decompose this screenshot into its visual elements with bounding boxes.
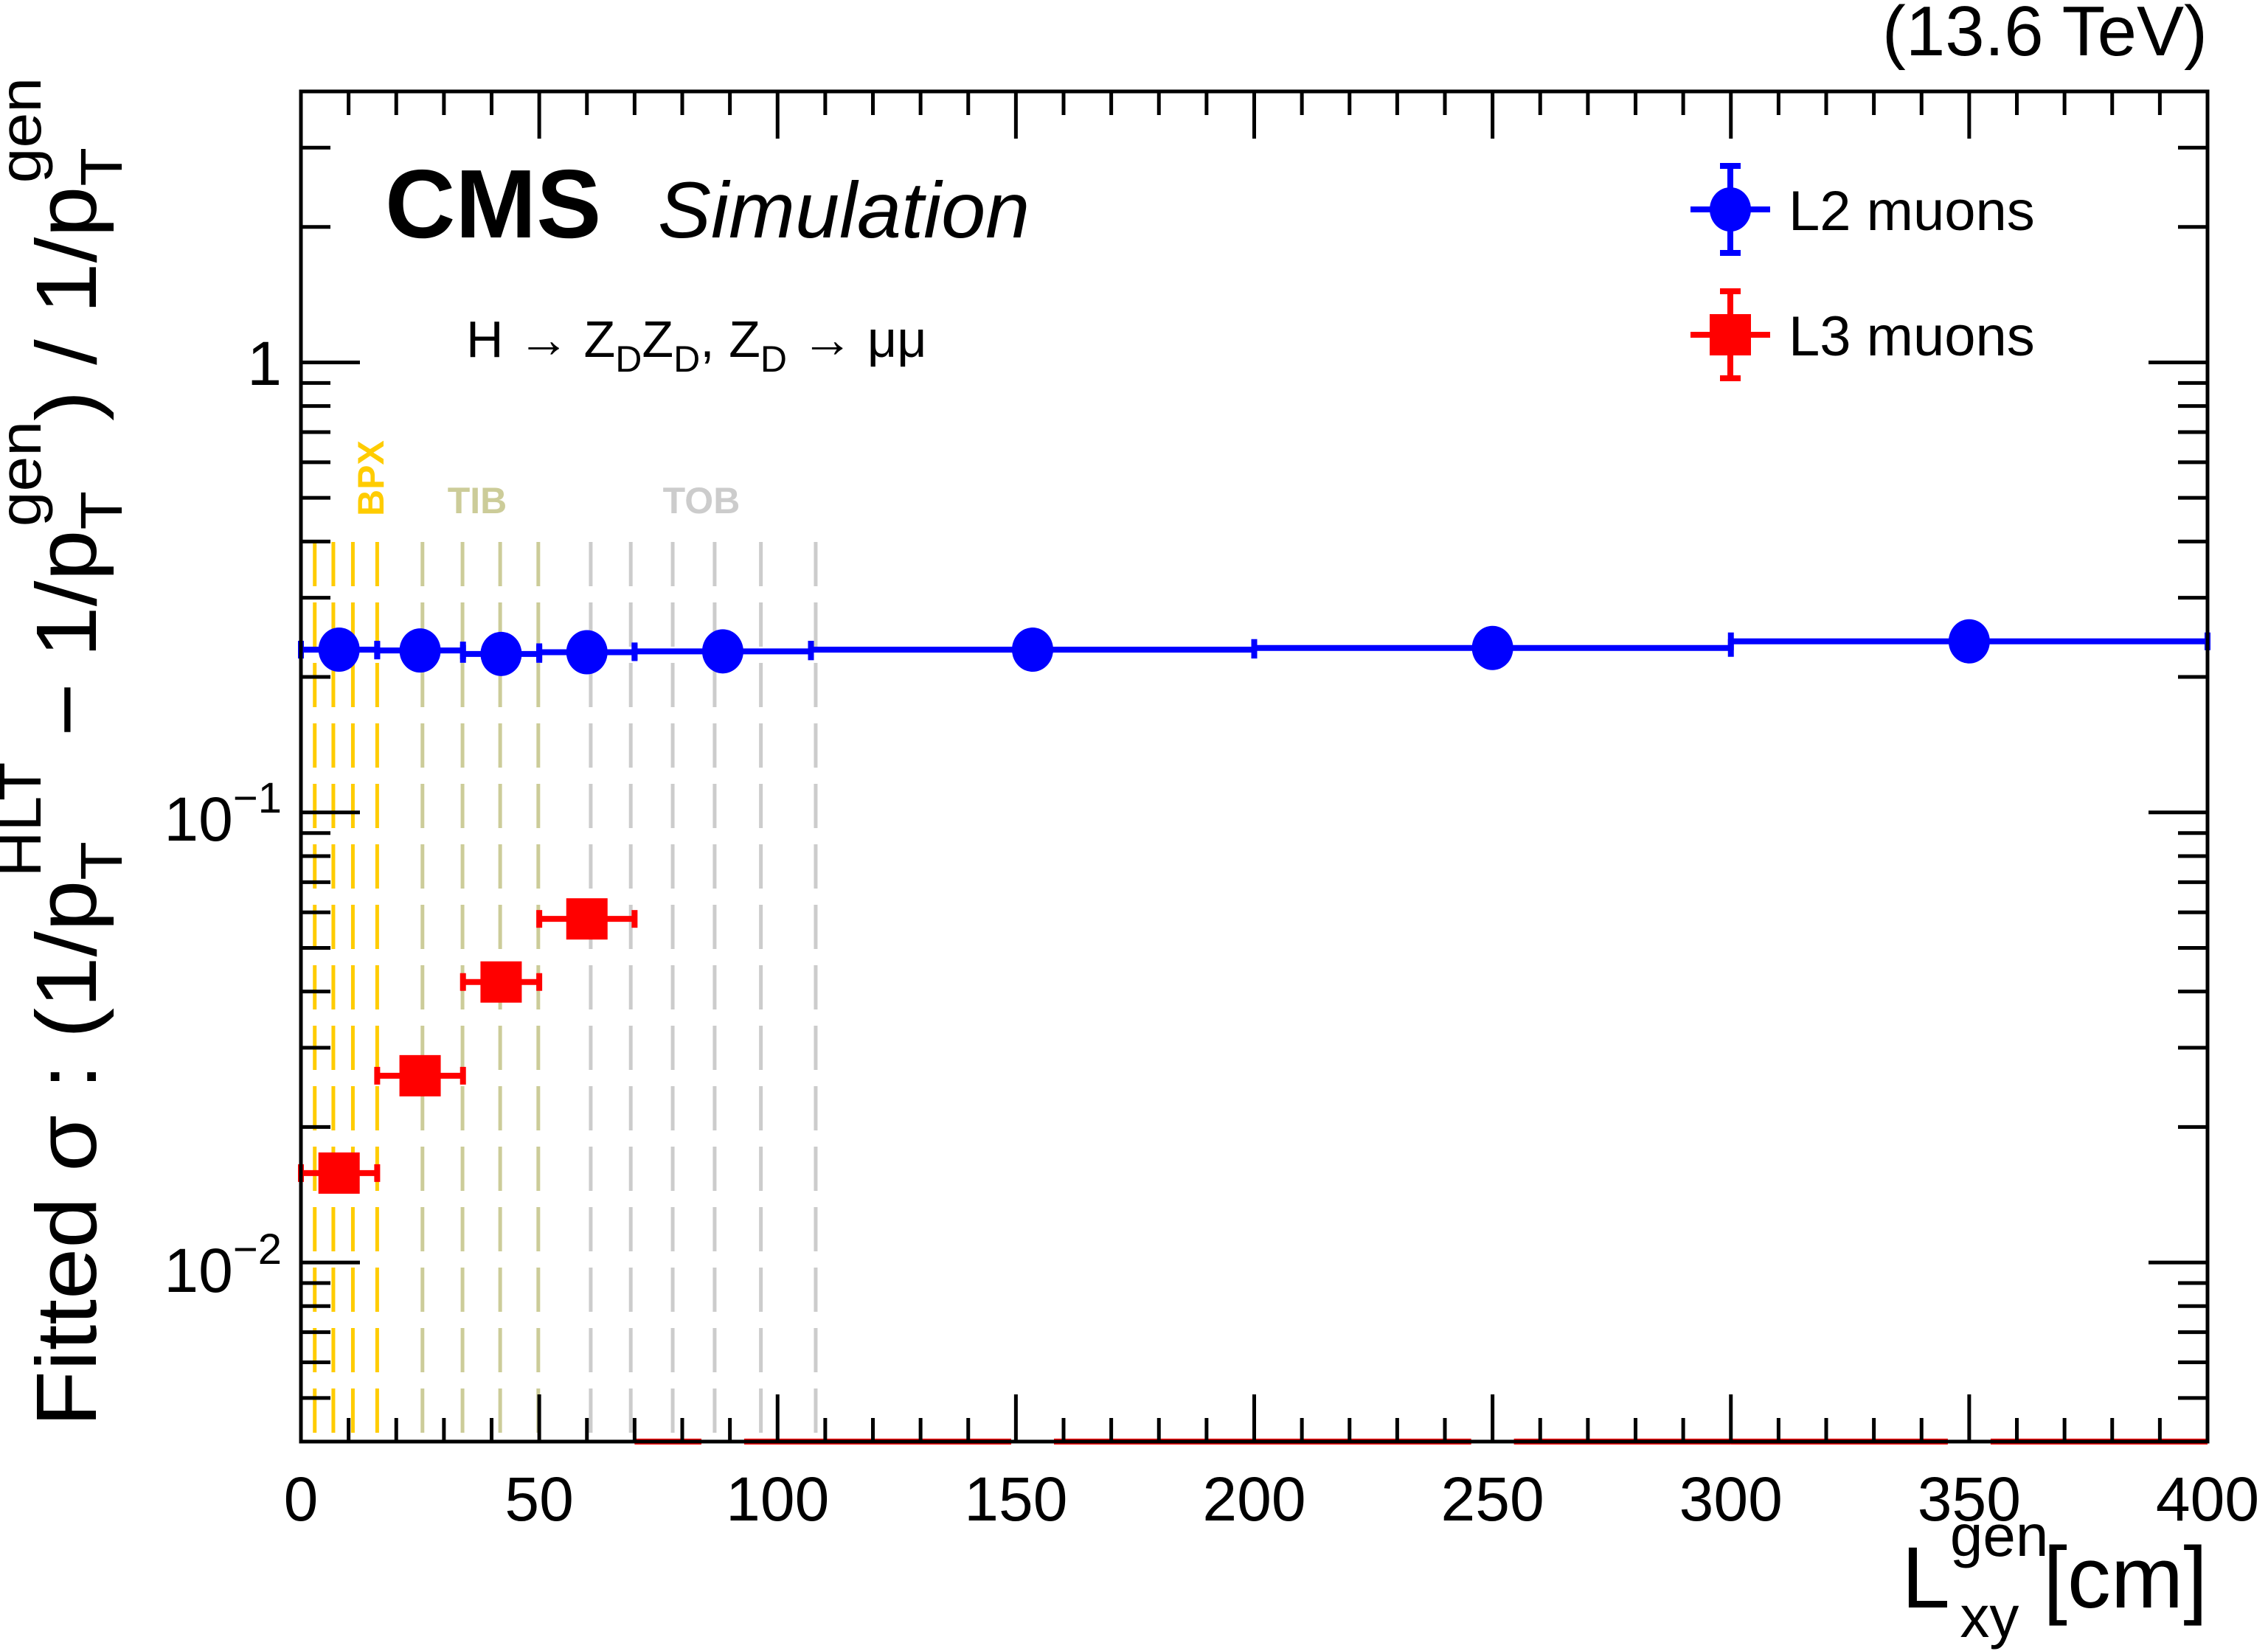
axis-ticks [299, 89, 2210, 1444]
x-tick-label: 0 [284, 1464, 319, 1534]
data-point [399, 628, 441, 673]
y-tick-label-0.1: 10−1 [164, 774, 282, 854]
legend-marker-l3 [1690, 288, 1770, 381]
y-tick-label-1: 1 [247, 329, 282, 398]
x-tick-label: 200 [1202, 1464, 1305, 1534]
data-point [1948, 619, 1990, 664]
data-point [566, 630, 608, 675]
data-point [399, 1054, 441, 1096]
x-tick-labels: 0 50 100 150 200 250 300 350 400 [284, 1464, 2259, 1534]
data-point [480, 631, 522, 676]
legend: L2 muons L3 muons [1690, 163, 2035, 381]
data-point [480, 961, 522, 1003]
series-l3-muons [298, 898, 2208, 1445]
detector-layer-lines [313, 542, 818, 1442]
data-point [1471, 625, 1513, 670]
legend-marker-l2 [1690, 163, 1770, 256]
x-tick-label: 150 [964, 1464, 1067, 1534]
layer-label-bpx: BPX [350, 440, 392, 516]
layer-label-tob: TOB [663, 480, 741, 521]
data-series [298, 619, 2210, 1445]
data-point [1011, 628, 1053, 672]
plot-frame [299, 89, 2210, 1444]
legend-label-l3: L3 muons [1789, 305, 2035, 368]
x-tick-label: 300 [1679, 1464, 1783, 1534]
x-tick-label: 350 [1918, 1464, 2021, 1534]
y-axis-title: Fitted σ : (1/pTHLT − 1/pTgen) / 1/pTgen [0, 77, 134, 1427]
simulation-label: Simulation [658, 165, 1030, 254]
data-point [318, 628, 360, 672]
layer-label-tib: TIB [448, 480, 507, 521]
energy-label: (13.6 TeV) [1882, 0, 2208, 71]
x-tick-label: 400 [2156, 1464, 2259, 1534]
data-point [318, 1152, 360, 1194]
x-tick-label: 250 [1441, 1464, 1544, 1534]
cms-label: CMS [385, 150, 601, 258]
data-point [701, 629, 743, 674]
data-point [566, 898, 608, 940]
process-label: H → ZDZD, ZD → μμ [466, 310, 927, 380]
x-tick-label: 100 [726, 1464, 829, 1534]
series-l2-muons [298, 619, 2210, 676]
x-tick-label: 50 [504, 1464, 573, 1534]
y-tick-label-0.01: 10−2 [164, 1226, 282, 1305]
legend-label-l2: L2 muons [1789, 180, 2035, 243]
